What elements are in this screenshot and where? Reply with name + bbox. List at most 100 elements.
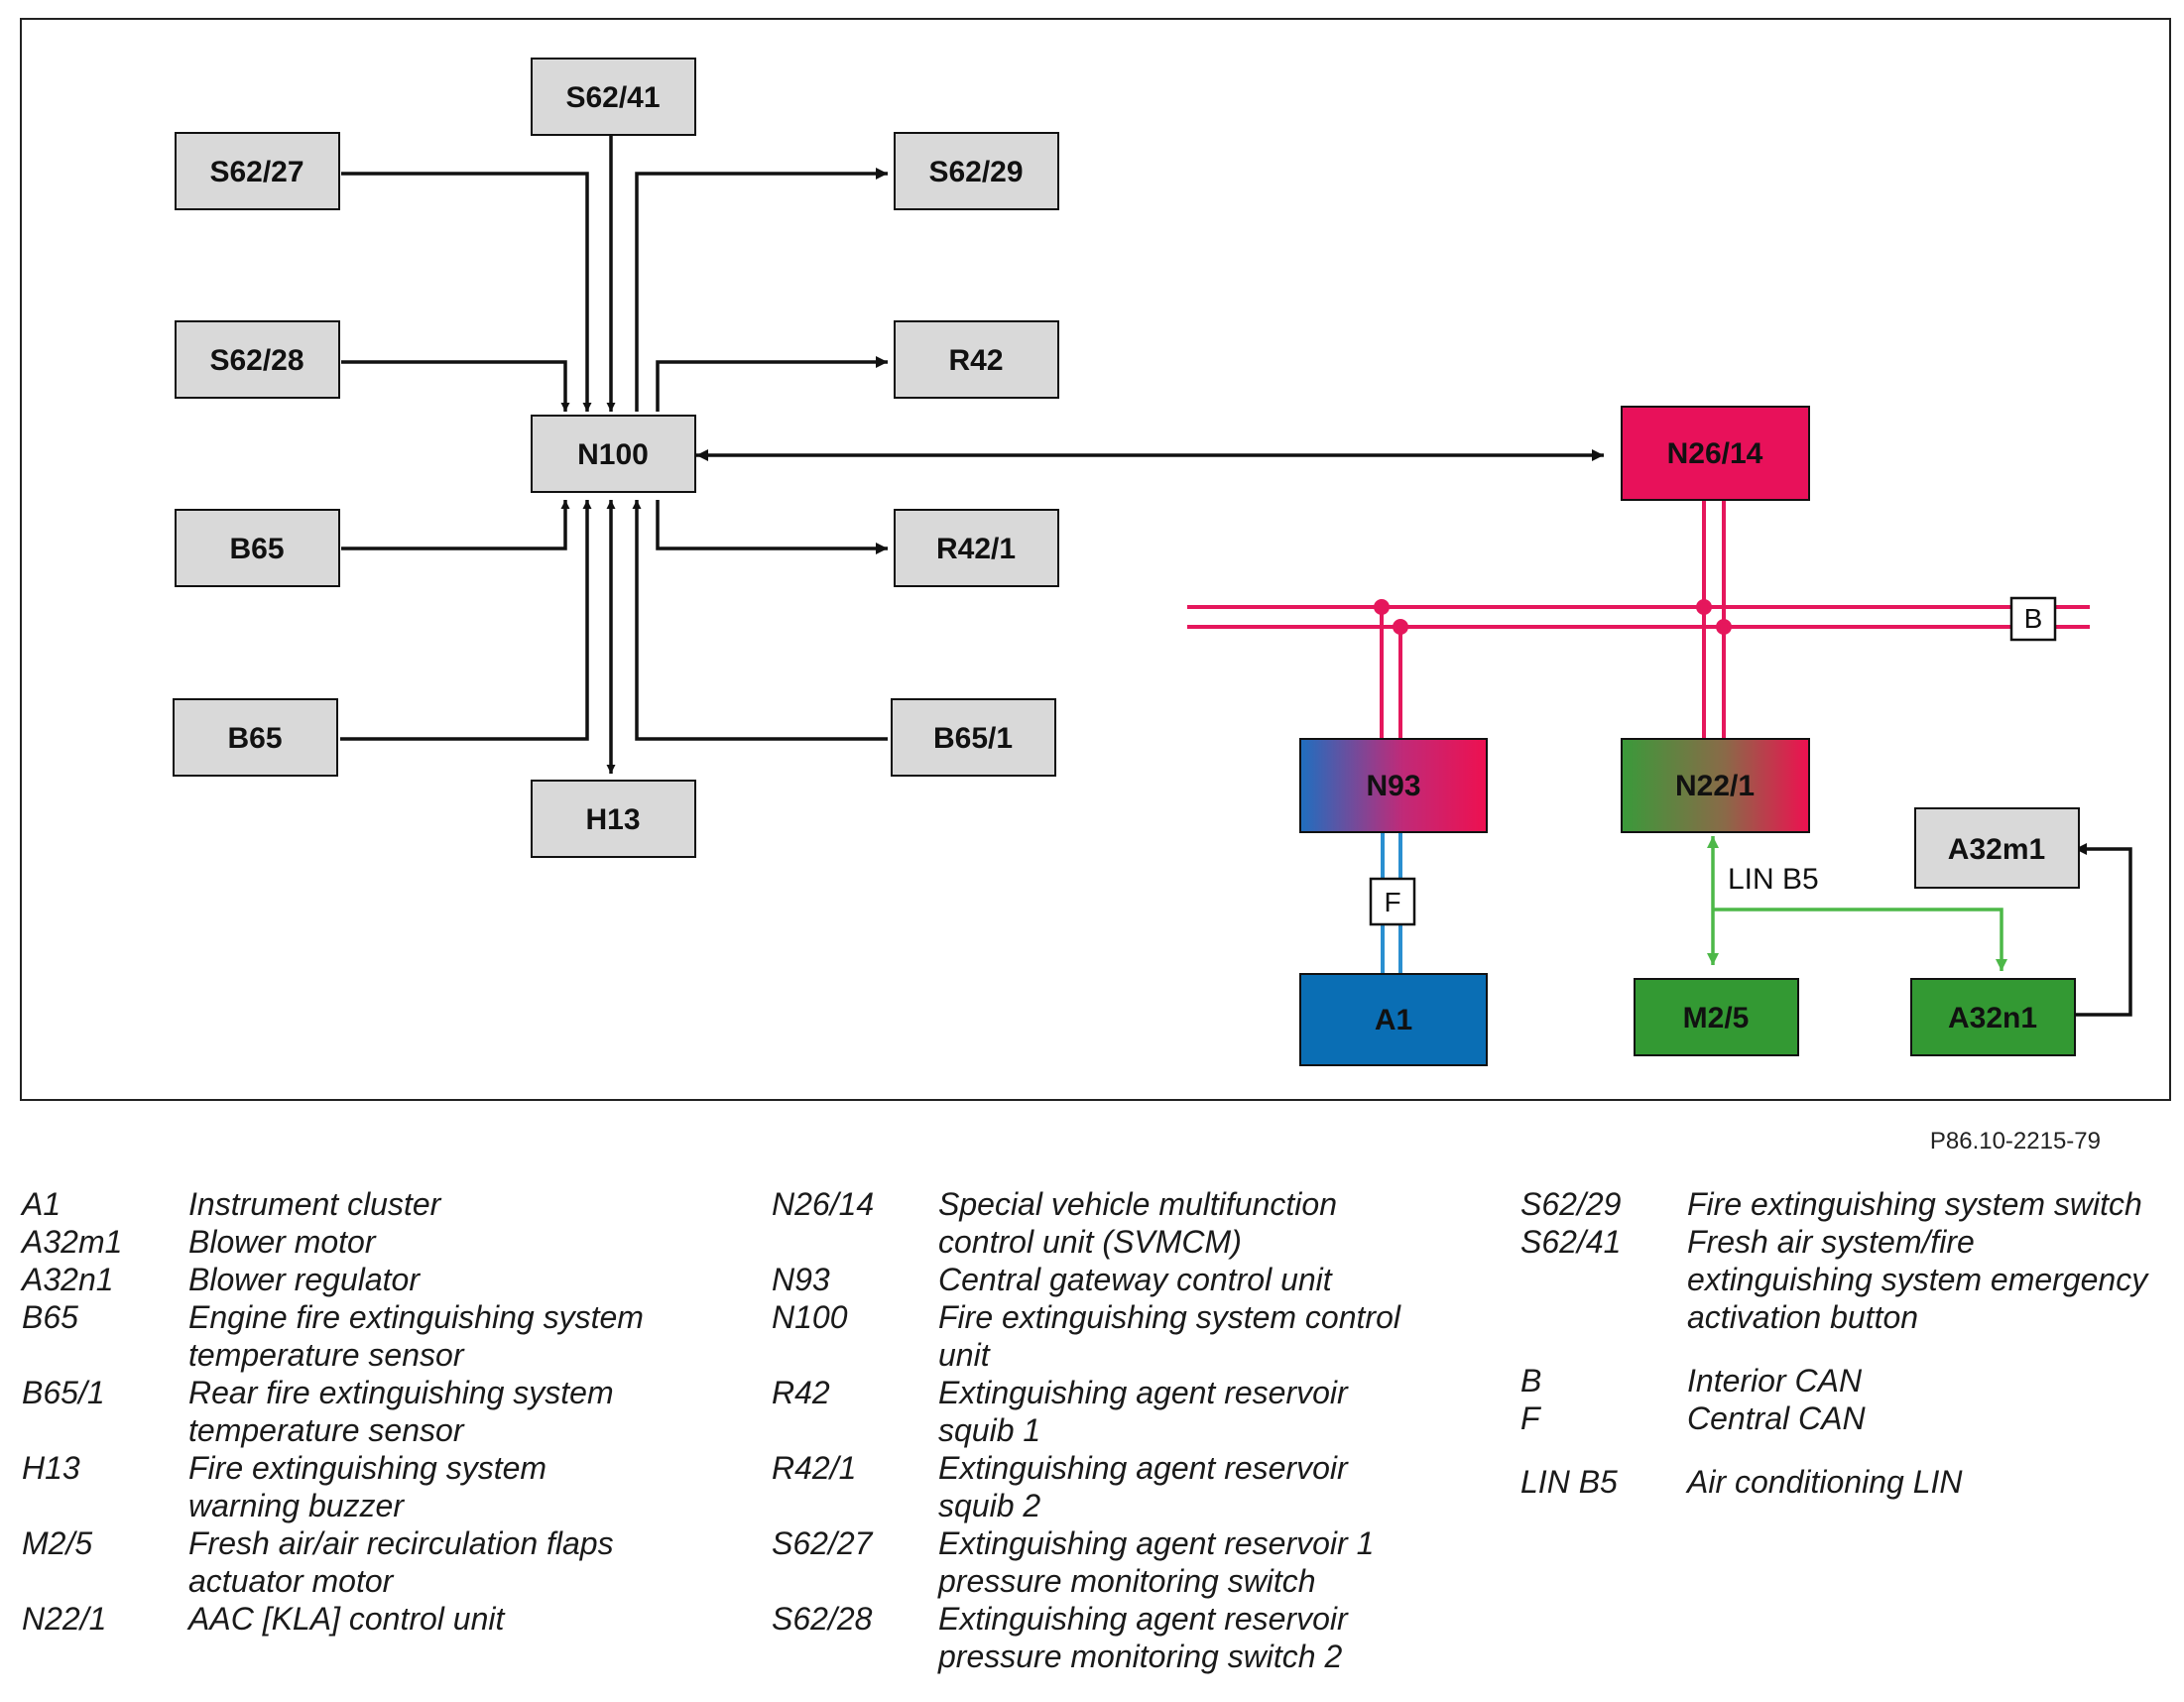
legend-description-line: pressure monitoring switch	[938, 1563, 1316, 1599]
box-s62-29: S62/29	[894, 132, 1059, 210]
figure-reference: P86.10-2215-79	[1929, 1128, 2101, 1155]
can-f-label: F	[1384, 887, 1400, 917]
line-r42	[656, 356, 888, 412]
legend-description-line: Rear fire extinguishing system	[188, 1375, 614, 1410]
legend-code: S62/41	[1520, 1224, 1622, 1260]
box-a1: A1	[1299, 973, 1488, 1066]
box-b65-1: B65/1	[891, 698, 1056, 777]
legend-description-line: Extinguishing agent reservoir 1	[938, 1525, 1375, 1561]
line-s62-28	[341, 360, 570, 412]
legend-code: R42/1	[772, 1450, 857, 1486]
diagram-frame	[20, 18, 2171, 1101]
svg-text:A32m1: A32m1	[1948, 833, 2045, 866]
box-n100: N100	[531, 415, 696, 493]
legend-description-line: temperature sensor	[188, 1337, 464, 1373]
svg-text:N100: N100	[577, 438, 649, 471]
legend-code: M2/5	[22, 1525, 93, 1561]
box-n22-1: N22/1	[1621, 738, 1810, 833]
box-h13: H13	[531, 780, 696, 858]
legend-entry: B Interior CAN	[1520, 1362, 2175, 1399]
legend-entry: N22/1 AAC [KLA] control unit	[22, 1600, 736, 1638]
legend-code: S62/29	[1520, 1186, 1622, 1222]
svg-text:R42/1: R42/1	[936, 533, 1016, 565]
legend-spacer	[1520, 1437, 2175, 1463]
box-r42-1: R42/1	[894, 509, 1059, 587]
svg-text:S62/28: S62/28	[209, 344, 303, 377]
legend-description-line: unit	[938, 1337, 990, 1373]
legend-code: B65	[22, 1299, 78, 1335]
legend-description-line: Engine fire extinguishing system	[188, 1299, 644, 1335]
can-b-bus	[1187, 500, 2090, 739]
legend-description-line: Interior CAN	[1687, 1363, 1863, 1398]
legend-description-line: Blower motor	[188, 1224, 376, 1260]
box-s62-28: S62/28	[175, 320, 340, 399]
legend-description: AAC [KLA] control unit	[188, 1600, 736, 1638]
legend-description-line: Central gateway control unit	[938, 1262, 1332, 1297]
legend-entry: F Central CAN	[1520, 1399, 2175, 1437]
legend-description-line: Central CAN	[1687, 1400, 1866, 1436]
box-n26-14: N26/14	[1621, 406, 1810, 501]
legend-description: Blower regulator	[188, 1261, 736, 1298]
legend-description-line: Fire extinguishing system	[188, 1450, 547, 1486]
legend-code: A1	[22, 1186, 61, 1222]
line-s62-29	[635, 168, 888, 412]
legend-code: N26/14	[772, 1186, 875, 1222]
legend-code: B65/1	[22, 1375, 105, 1410]
svg-text:M2/5: M2/5	[1683, 1002, 1750, 1034]
svg-text:B65/1: B65/1	[933, 722, 1013, 755]
wiring-diagram: B F LIN B5 S62/41 S62/27 S62/29 S62/28 R…	[20, 18, 2171, 1101]
line-a32n1-a32m1	[2075, 843, 2132, 1017]
box-a32n1: A32n1	[1910, 978, 2076, 1056]
legend-description-line: pressure monitoring switch 2	[938, 1639, 1343, 1674]
legend-description-line: Extinguishing agent reservoir	[938, 1450, 1348, 1486]
legend-description-line: squib 1	[938, 1412, 1041, 1448]
legend-description-line: Extinguishing agent reservoir	[938, 1601, 1348, 1637]
box-m2-5: M2/5	[1634, 978, 1799, 1056]
can-b-tag: B	[2009, 596, 2057, 642]
legend-code: A32n1	[22, 1262, 114, 1297]
legend-description-line: AAC [KLA] control unit	[188, 1601, 505, 1637]
legend-code: N22/1	[22, 1601, 107, 1637]
legend-code: F	[1520, 1400, 1540, 1436]
lin-b5-bus	[1707, 836, 2007, 971]
legend-description-line: Fresh air/air recirculation flaps	[188, 1525, 614, 1561]
legend-code: B	[1520, 1363, 1542, 1398]
legend-description-line: control unit (SVMCM)	[938, 1224, 1242, 1260]
svg-text:S62/27: S62/27	[209, 156, 303, 188]
svg-text:N22/1: N22/1	[1675, 770, 1755, 802]
legend-description-line: Blower regulator	[188, 1262, 420, 1297]
legend-spacer	[1520, 1336, 2175, 1362]
legend-description: Central CAN	[1687, 1399, 2175, 1437]
legend-description-line: Fresh air system/fire	[1687, 1224, 1975, 1260]
svg-text:H13: H13	[585, 803, 640, 836]
legend-description-line: actuator motor	[188, 1563, 394, 1599]
legend-description-line: Fire extinguishing system control	[938, 1299, 1400, 1335]
legend-code: H13	[22, 1450, 80, 1486]
box-n93: N93	[1299, 738, 1488, 833]
line-b65-a	[341, 500, 570, 550]
legend-description-line: Air conditioning LIN	[1687, 1464, 1963, 1500]
legend-description-line: warning buzzer	[188, 1488, 404, 1523]
svg-text:N93: N93	[1366, 770, 1420, 802]
line-b65-b	[340, 500, 592, 741]
